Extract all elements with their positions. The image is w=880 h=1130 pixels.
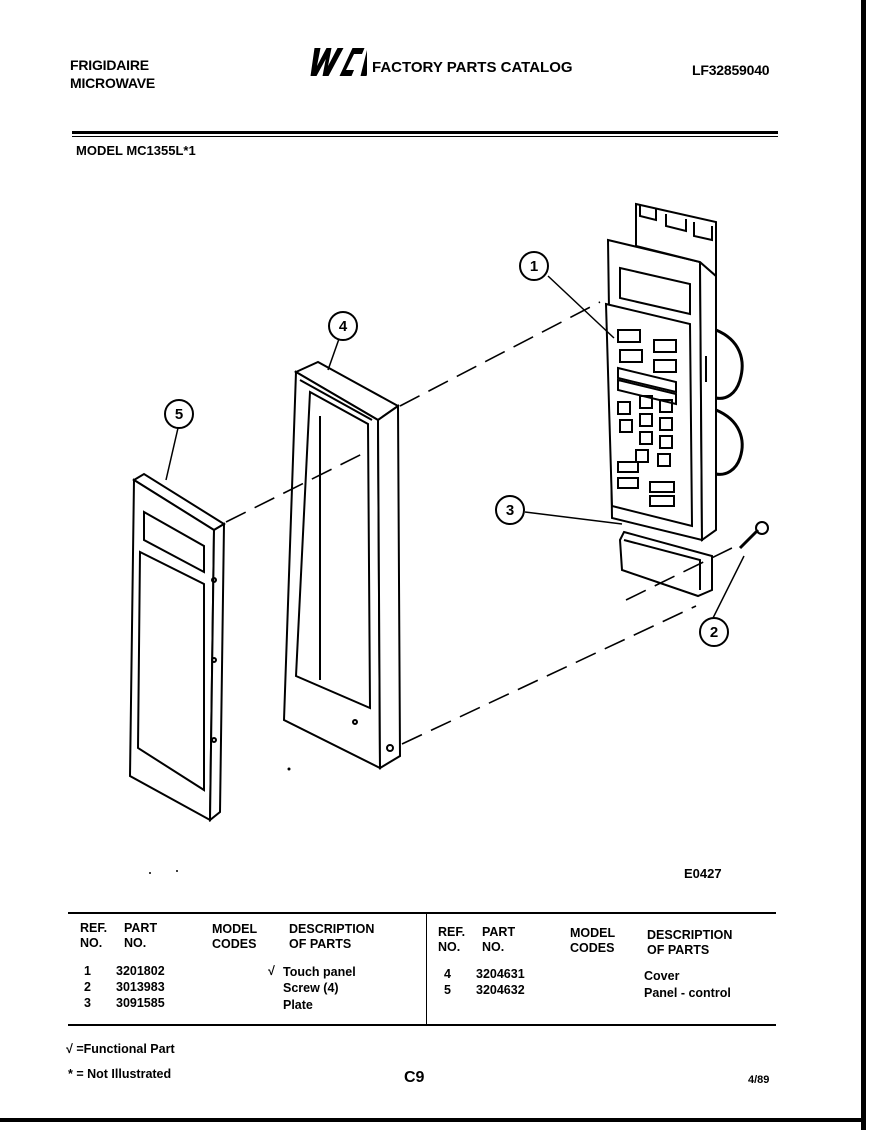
cover-frame	[282, 360, 402, 770]
row-ref: 2	[84, 980, 91, 994]
header-ref-right: REF.NO.	[438, 925, 466, 954]
table-rule-bottom	[68, 1024, 776, 1026]
header-rule-thin	[72, 136, 778, 137]
mounting-plate	[618, 530, 713, 598]
model-line: MODEL MC1355L*1	[76, 143, 196, 158]
row-desc: Screw (4)	[283, 981, 339, 995]
legend-not-illustrated: * = Not Illustrated	[68, 1067, 172, 1081]
row-ref: 3	[84, 996, 91, 1010]
functional-mark: √	[268, 964, 275, 978]
row-desc: Cover	[644, 969, 680, 983]
catalog-title: FACTORY PARTS CATALOG	[372, 59, 573, 76]
page-frame-bottom	[0, 1118, 866, 1122]
callout-3: 3	[506, 502, 514, 519]
wci-logo	[310, 48, 367, 76]
catalog-id: LF32859040	[692, 62, 770, 78]
row-desc: Panel - control	[644, 986, 731, 1000]
control-panel-assembly	[604, 202, 744, 542]
exploded-parts-diagram: 1 2 3 4 5	[128, 202, 769, 874]
brand-line-2: MICROWAVE	[70, 75, 156, 91]
brand-line-1: FRIGIDAIRE	[70, 57, 149, 73]
catalog-date: 4/89	[748, 1074, 770, 1086]
table-divider	[426, 914, 427, 1024]
row-part: 3201802	[116, 964, 165, 978]
row-part: 3204632	[476, 983, 525, 997]
callout-5: 5	[175, 406, 183, 423]
table-rule-top	[68, 912, 776, 914]
row-part: 3013983	[116, 980, 165, 994]
callout-1: 1	[530, 258, 538, 275]
panel-control	[128, 472, 226, 823]
drawing-number: E0427	[684, 866, 722, 881]
row-desc: Plate	[283, 998, 313, 1012]
header-ref-left: REF.NO.	[80, 921, 108, 950]
page-number: C9	[404, 1069, 425, 1086]
screw	[738, 521, 769, 550]
row-ref: 5	[444, 983, 451, 997]
header-rule	[72, 131, 778, 134]
row-desc: Touch panel	[283, 965, 356, 979]
callout-4: 4	[339, 318, 348, 335]
legend-functional: √ =Functional Part	[66, 1042, 175, 1056]
row-part: 3204631	[476, 967, 525, 981]
page-frame-right	[861, 0, 866, 1130]
row-part: 3091585	[116, 996, 165, 1010]
callout-2: 2	[710, 624, 718, 641]
row-ref: 4	[444, 967, 451, 981]
row-ref: 1	[84, 964, 91, 978]
